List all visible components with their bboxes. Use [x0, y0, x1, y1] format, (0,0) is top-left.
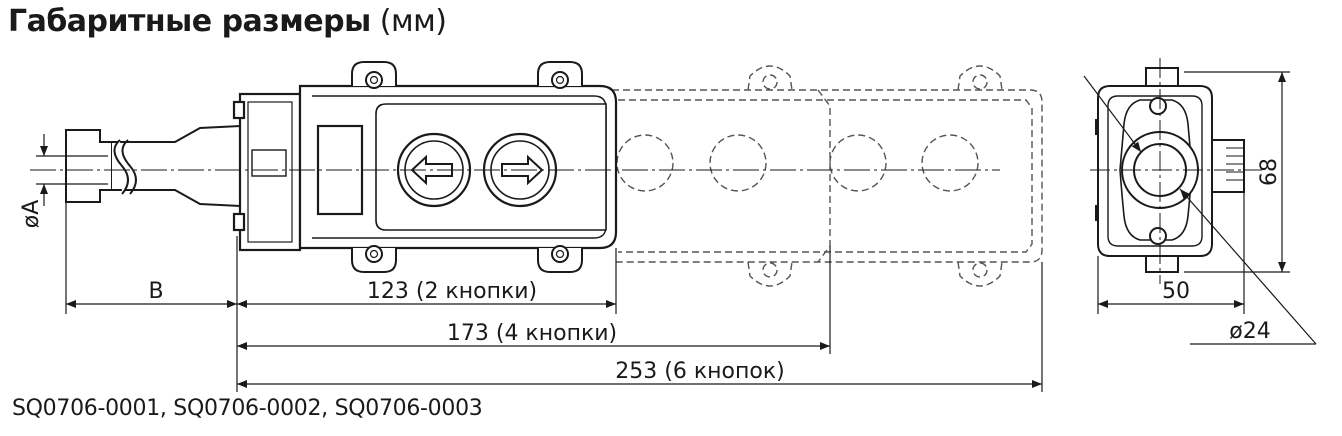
height-68-label: 68: [1257, 158, 1282, 186]
diameter-a-dimension: [36, 134, 108, 206]
extended-housing-outline: [612, 65, 1043, 287]
length-4-buttons-label: 173 (4 кнопки): [447, 321, 617, 346]
width-50-dimension: [1097, 192, 1245, 314]
diameter-24-label: ø24: [1229, 319, 1270, 344]
title-main: Габаритные размеры: [8, 4, 371, 39]
length-6-buttons-label: 253 (6 кнопок): [615, 359, 784, 384]
length-2-buttons-label: 123 (2 кнопки): [367, 279, 537, 304]
title-unit: (мм): [379, 4, 447, 39]
diameter-a-label: øA: [19, 200, 44, 229]
diameter-24-leader: [1083, 75, 1317, 345]
side-view: [1095, 67, 1245, 273]
b-label: B: [148, 279, 163, 304]
length-dimensions: [237, 246, 1043, 392]
cable: [65, 124, 241, 208]
height-68-dimension: [1184, 71, 1290, 273]
page-title: Габаритные размеры (мм): [8, 4, 447, 39]
side-view-center-lines: [1090, 58, 1262, 284]
mounting-ears: [351, 61, 583, 273]
width-50-label: 50: [1162, 279, 1190, 304]
b-dimension: [65, 202, 238, 392]
model-numbers: SQ0706-0001, SQ0706-0002, SQ0706-0003: [12, 396, 483, 421]
